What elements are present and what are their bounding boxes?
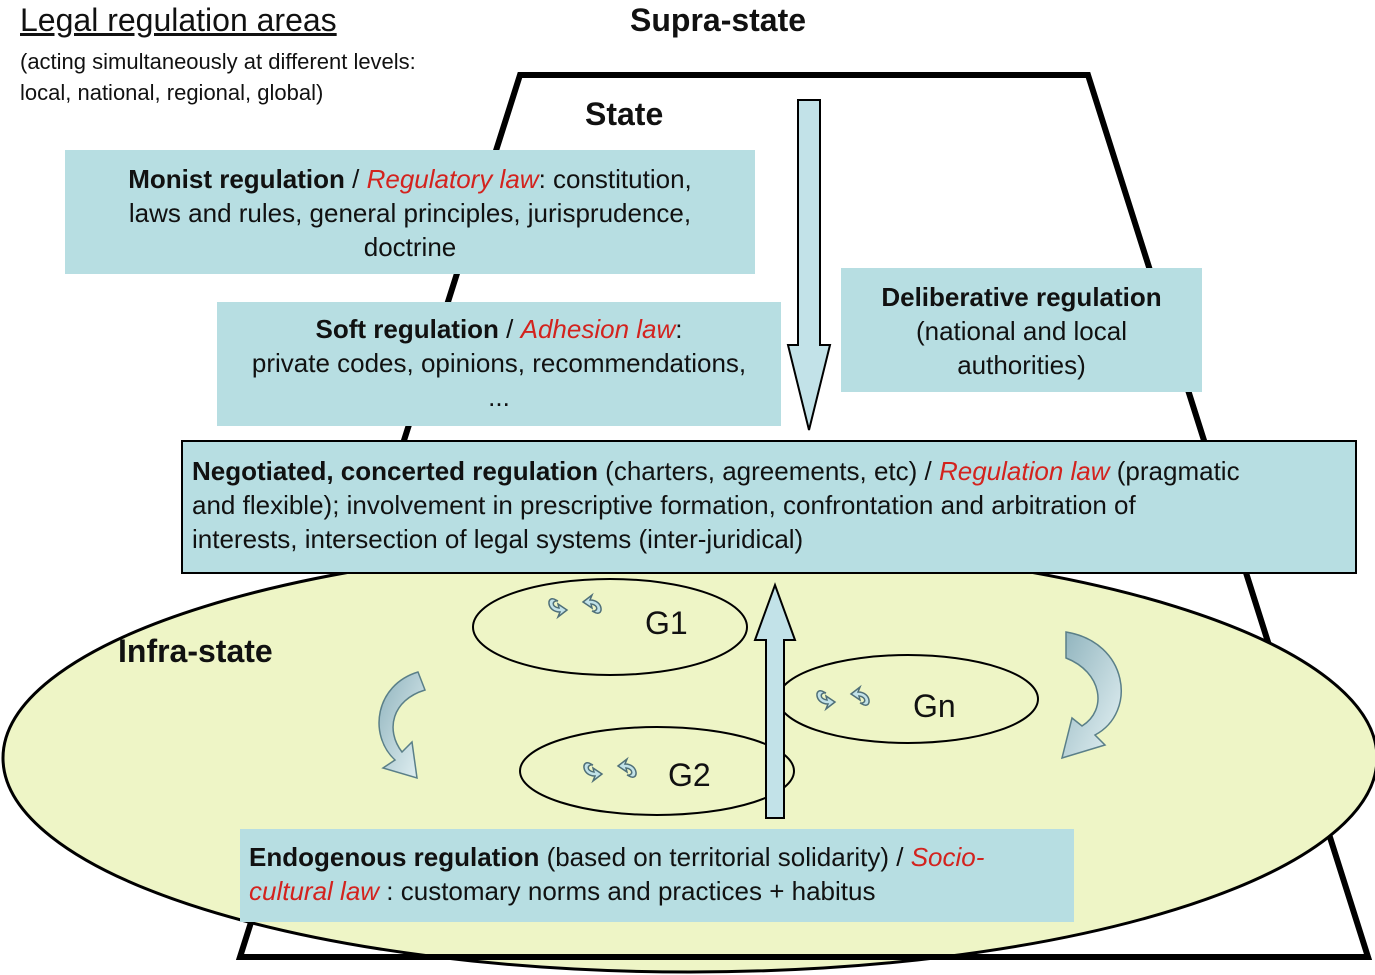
endogenous-line-1: Endogenous regulation (based on territor… bbox=[249, 840, 1074, 874]
endogenous-desc-b: : customary norms and practices + habitu… bbox=[379, 876, 876, 906]
soft-name: Soft regulation bbox=[315, 314, 499, 344]
group-g2-ellipse bbox=[519, 726, 795, 816]
negotiated-line-1: Negotiated, concerted regulation (charte… bbox=[192, 454, 1355, 488]
endogenous-desc-a: (based on territorial solidarity) / bbox=[539, 842, 911, 872]
endogenous-law-b: cultural law bbox=[249, 876, 380, 906]
upward-arrow bbox=[753, 582, 797, 819]
group-g1-label: G1 bbox=[645, 605, 688, 641]
monist-name: Monist regulation bbox=[128, 164, 345, 194]
subtitle-line-2: local, national, regional, global) bbox=[20, 80, 324, 105]
group-gn-label: Gn bbox=[913, 688, 956, 724]
infra-state-label: Infra-state bbox=[118, 633, 273, 669]
soft-line-1: Soft regulation / Adhesion law: bbox=[217, 312, 781, 346]
negotiated-desc-a: (charters, agreements, etc) / bbox=[597, 456, 939, 486]
diagram-title: Legal regulation areas bbox=[20, 2, 337, 38]
diagram-subtitle: (acting simultaneously at different leve… bbox=[20, 46, 416, 108]
monist-law: Regulatory law bbox=[366, 164, 539, 194]
negotiated-regulation-box: Negotiated, concerted regulation (charte… bbox=[181, 440, 1357, 574]
soft-sep: / bbox=[498, 314, 521, 344]
monist-line-2: laws and rules, general principles, juri… bbox=[128, 198, 692, 228]
endogenous-law-a: Socio- bbox=[910, 842, 985, 872]
deliberative-line-2: (national and local bbox=[915, 316, 1128, 346]
cycle-icon-gn bbox=[816, 684, 870, 712]
deliberative-name: Deliberative regulation bbox=[881, 282, 1162, 312]
negotiated-line-3: interests, intersection of legal systems… bbox=[192, 524, 804, 554]
monist-desc-a: : constitution, bbox=[538, 164, 692, 194]
state-label: State bbox=[585, 96, 664, 132]
monist-line-1: Monist regulation / Regulatory law: cons… bbox=[65, 162, 755, 196]
left-curved-arrow bbox=[378, 671, 426, 780]
deliberative-regulation-box: Deliberative regulation (national and lo… bbox=[841, 268, 1202, 392]
monist-sep: / bbox=[344, 164, 367, 194]
monist-line-3: doctrine bbox=[363, 232, 457, 262]
downward-arrow bbox=[786, 99, 832, 431]
soft-regulation-box: Soft regulation / Adhesion law: private … bbox=[217, 302, 781, 426]
negotiated-law: Regulation law bbox=[938, 456, 1110, 486]
soft-line-2: private codes, opinions, recommendations… bbox=[251, 348, 747, 378]
soft-desc-a: : bbox=[675, 314, 683, 344]
cycle-icon-g2 bbox=[583, 756, 637, 784]
negotiated-desc-b: (pragmatic bbox=[1109, 456, 1240, 486]
right-curved-arrow bbox=[1060, 631, 1122, 760]
endogenous-name: Endogenous regulation bbox=[249, 842, 540, 872]
supra-state-label: Supra-state bbox=[630, 2, 807, 38]
soft-line-3: ... bbox=[488, 382, 510, 412]
negotiated-line-2: and flexible); involvement in prescripti… bbox=[192, 490, 1136, 520]
group-g1-ellipse bbox=[472, 578, 748, 676]
cycle-icon-g1 bbox=[548, 592, 602, 620]
negotiated-name: Negotiated, concerted regulation bbox=[192, 456, 598, 486]
monist-regulation-box: Monist regulation / Regulatory law: cons… bbox=[65, 150, 755, 274]
endogenous-regulation-box: Endogenous regulation (based on territor… bbox=[240, 829, 1074, 922]
subtitle-line-1: (acting simultaneously at different leve… bbox=[20, 49, 416, 74]
group-g2-label: G2 bbox=[668, 757, 711, 793]
endogenous-line-2: cultural law : customary norms and pract… bbox=[249, 874, 1074, 908]
soft-law: Adhesion law bbox=[520, 314, 676, 344]
deliberative-line-3: authorities) bbox=[957, 350, 1086, 380]
